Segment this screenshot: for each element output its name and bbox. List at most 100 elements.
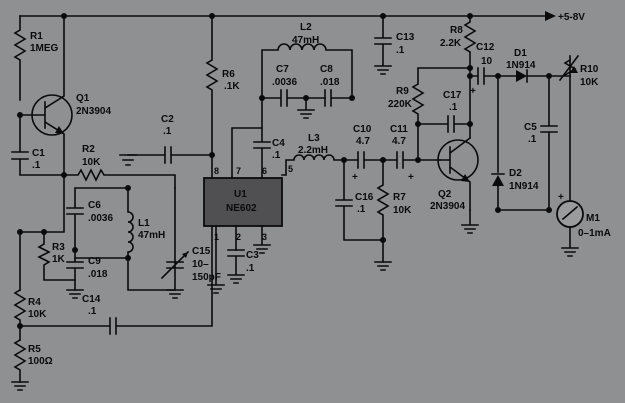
svg-text:C12: C12	[476, 42, 495, 53]
svg-text:.1: .1	[449, 102, 458, 113]
svg-text:R8: R8	[450, 25, 463, 36]
capacitor-c11: C11 4.7 +	[382, 124, 441, 183]
svg-text:L3: L3	[308, 133, 320, 144]
capacitor-c6: C6 .0036	[66, 187, 129, 251]
svg-text:2: 2	[236, 232, 241, 242]
svg-text:+: +	[408, 172, 414, 183]
svg-text:0–1mA: 0–1mA	[578, 228, 611, 239]
svg-text:C2: C2	[161, 114, 174, 125]
svg-text:.1: .1	[246, 263, 255, 274]
svg-text:C13: C13	[396, 32, 415, 43]
svg-text:10K: 10K	[393, 205, 412, 216]
svg-text:.1: .1	[32, 160, 41, 171]
svg-text:R1: R1	[30, 31, 43, 42]
u1-pin7-wire	[231, 127, 263, 179]
ground-c15	[166, 289, 184, 299]
svg-text:150pF: 150pF	[192, 272, 221, 283]
svg-text:1N914: 1N914	[506, 60, 536, 71]
svg-text:D2: D2	[509, 168, 522, 179]
svg-text:4.7: 4.7	[356, 136, 370, 147]
resistor-r4: R4 10K	[13, 288, 47, 341]
svg-text:C4: C4	[272, 138, 285, 149]
inductor-l2: L2 47mH	[261, 22, 353, 99]
capacitor-c8: C8 .018	[320, 64, 355, 107]
ground-bottom-left	[11, 381, 29, 391]
u1-lower-pins	[207, 225, 271, 294]
svg-text:10K: 10K	[82, 157, 101, 168]
svg-text:R10: R10	[580, 64, 599, 75]
capacitor-c3: C3 .1	[227, 249, 259, 284]
capacitor-c2: C2 .1	[127, 114, 213, 164]
capacitor-c9: C9 .018	[66, 247, 108, 291]
svg-text:220K: 220K	[388, 99, 413, 110]
resistor-r6: R6 .1K	[205, 15, 240, 183]
resistor-r5: R5 100Ω	[13, 338, 53, 383]
svg-text:2N3904: 2N3904	[430, 201, 465, 212]
capacitor-c4: C4 .1	[253, 97, 285, 179]
svg-text:R7: R7	[393, 192, 406, 203]
svg-text:M1: M1	[586, 213, 600, 224]
svg-text:Q1: Q1	[76, 93, 90, 104]
svg-text:.1: .1	[396, 45, 405, 56]
potentiometer-r10: R10 10K	[558, 54, 599, 201]
transistor-q2: Q2 2N3904	[430, 136, 479, 212]
svg-text:R3: R3	[52, 242, 65, 253]
capacitor-c16: C16 .1	[335, 159, 384, 241]
ground-c2	[119, 154, 137, 166]
ground-l2	[297, 97, 315, 119]
svg-text:100Ω: 100Ω	[28, 356, 53, 367]
svg-text:10K: 10K	[28, 309, 47, 320]
svg-text:D1: D1	[514, 48, 527, 59]
svg-text:C17: C17	[443, 90, 462, 101]
supply-label: +5-8V	[558, 12, 585, 23]
svg-text:C11: C11	[390, 124, 408, 135]
svg-text:.0036: .0036	[272, 77, 297, 88]
capacitor-c7: C7 .0036	[259, 64, 326, 107]
svg-text:C7: C7	[276, 64, 289, 75]
resistor-r1: R1 1MEG	[13, 15, 59, 101]
svg-text:R6: R6	[222, 69, 235, 80]
capacitor-c5: C5 .1	[524, 75, 558, 213]
svg-text:C9: C9	[88, 256, 101, 267]
svg-text:6: 6	[262, 166, 267, 176]
svg-text:U1: U1	[234, 189, 247, 200]
svg-text:+: +	[470, 86, 476, 97]
svg-text:.0036: .0036	[88, 213, 113, 224]
svg-text:10: 10	[481, 56, 493, 67]
svg-text:.1K: .1K	[224, 81, 240, 92]
capacitor-c15: C15 10– 150pF	[127, 187, 221, 291]
resistor-r7: R7 10K	[376, 157, 412, 263]
ground-c9	[66, 289, 84, 299]
svg-text:L1: L1	[138, 218, 150, 229]
ground-r7	[374, 261, 392, 271]
svg-text:R5: R5	[28, 344, 41, 355]
svg-text:7: 7	[236, 166, 241, 176]
svg-text:1N914: 1N914	[509, 181, 539, 192]
svg-text:3: 3	[262, 232, 267, 242]
svg-text:C3: C3	[246, 250, 259, 261]
svg-text:NE602: NE602	[226, 203, 257, 214]
svg-text:.018: .018	[88, 269, 108, 280]
svg-text:47mH: 47mH	[292, 35, 319, 46]
svg-text:R4: R4	[28, 297, 41, 308]
svg-text:C15: C15	[192, 246, 211, 257]
svg-text:C8: C8	[320, 64, 333, 75]
svg-text:R9: R9	[396, 86, 409, 97]
ic-u1: U1 NE602 8 7 6 5 1 2 3	[203, 164, 293, 242]
svg-text:10K: 10K	[580, 77, 599, 88]
svg-text:L2: L2	[300, 22, 312, 33]
resistor-r2: R2 10K	[61, 144, 176, 191]
capacitor-c1: C1 .1	[11, 114, 65, 176]
svg-text:.1: .1	[88, 306, 97, 317]
diode-d2: D2 1N914	[491, 75, 550, 213]
inductor-l1: L1 47mH	[74, 187, 165, 261]
svg-text:C10: C10	[353, 124, 372, 135]
ground-q2	[461, 209, 479, 234]
svg-text:C6: C6	[88, 200, 101, 211]
svg-text:8: 8	[214, 166, 219, 176]
svg-text:.1: .1	[528, 134, 537, 145]
resistor-r9: R9 220K	[388, 67, 471, 161]
svg-text:10–: 10–	[192, 259, 209, 270]
svg-text:Q2: Q2	[438, 189, 452, 200]
